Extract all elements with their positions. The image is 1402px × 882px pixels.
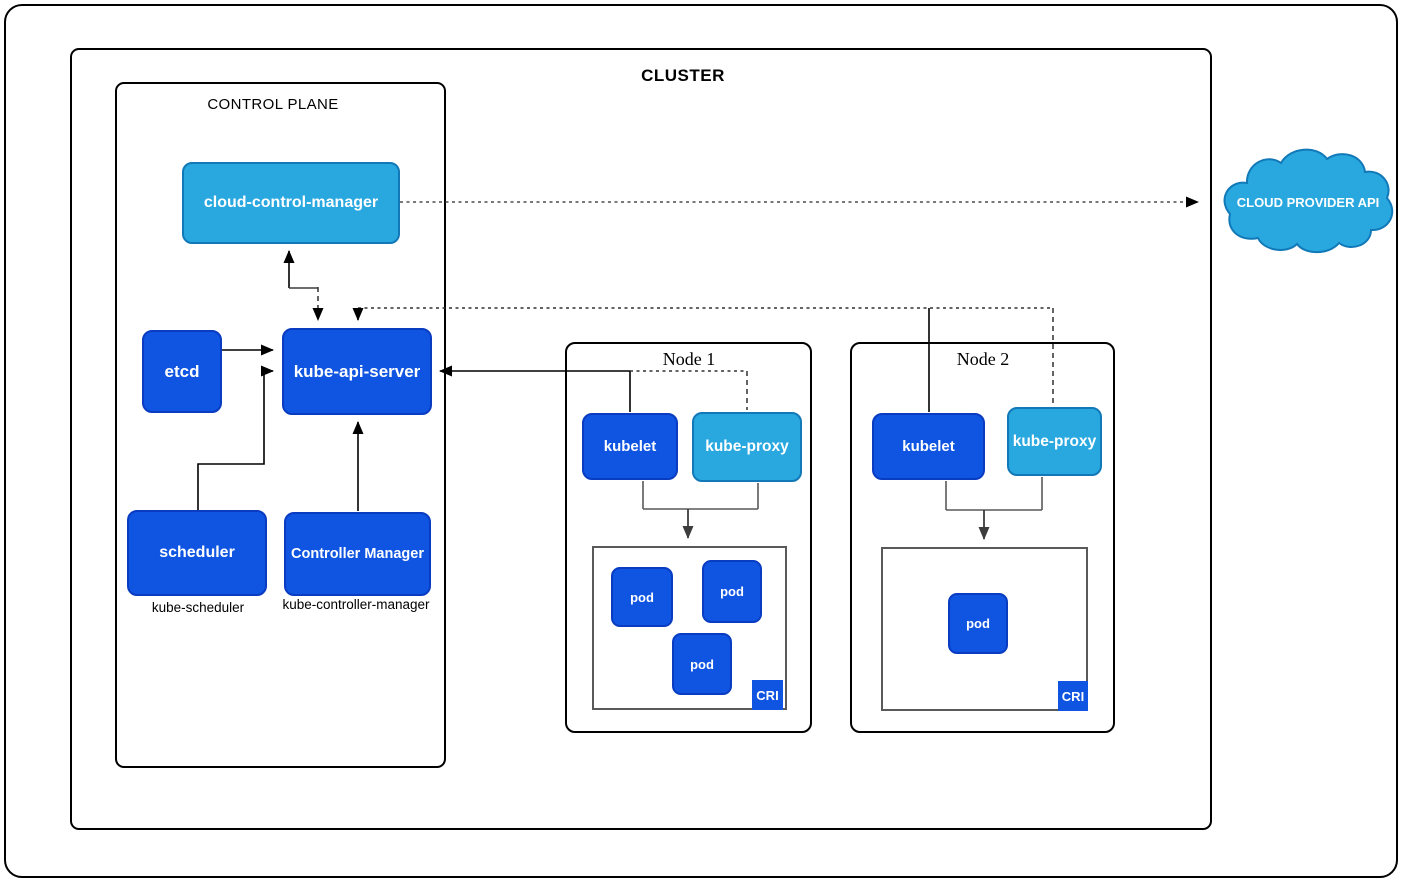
node2-kubelet-box: kubelet [872,413,985,480]
node1-cri-container [592,546,787,710]
node1-cri-badge: CRI [752,680,783,710]
controller-manager-box: Controller Manager [284,512,431,596]
node1-kube-proxy-box: kube-proxy [692,412,802,482]
kube-controller-manager-caption: kube-controller-manager [282,597,430,612]
node2-title: Node 2 [956,349,1010,369]
cloud-provider-api-label: CLOUD PROVIDER API [1236,195,1380,210]
cluster-title: CLUSTER [641,66,725,85]
etcd-box: etcd [142,330,222,413]
control-plane-title: CONTROL PLANE [207,96,339,113]
node1-title: Node 1 [662,349,716,369]
node2-cri-container [881,547,1088,711]
node2-kube-proxy-box: kube-proxy [1007,407,1102,476]
kube-scheduler-caption: kube-scheduler [151,600,245,615]
cloud-control-manager-box: cloud-control-manager [182,162,400,244]
cluster-boundary [70,48,1212,830]
diagram-outer-frame [4,4,1398,878]
node1-kubelet-box: kubelet [582,413,678,480]
node1-pod-3: pod [672,633,732,695]
node2-cri-badge: CRI [1058,681,1088,711]
kube-api-server-box: kube-api-server [282,328,432,415]
scheduler-box: scheduler [127,510,267,596]
node2-pod-1: pod [948,593,1008,654]
node1-boundary [565,342,812,733]
node1-pod-2: pod [702,560,762,623]
node1-pod-1: pod [611,567,673,627]
node2-boundary [850,342,1115,733]
control-plane-boundary [115,82,446,768]
